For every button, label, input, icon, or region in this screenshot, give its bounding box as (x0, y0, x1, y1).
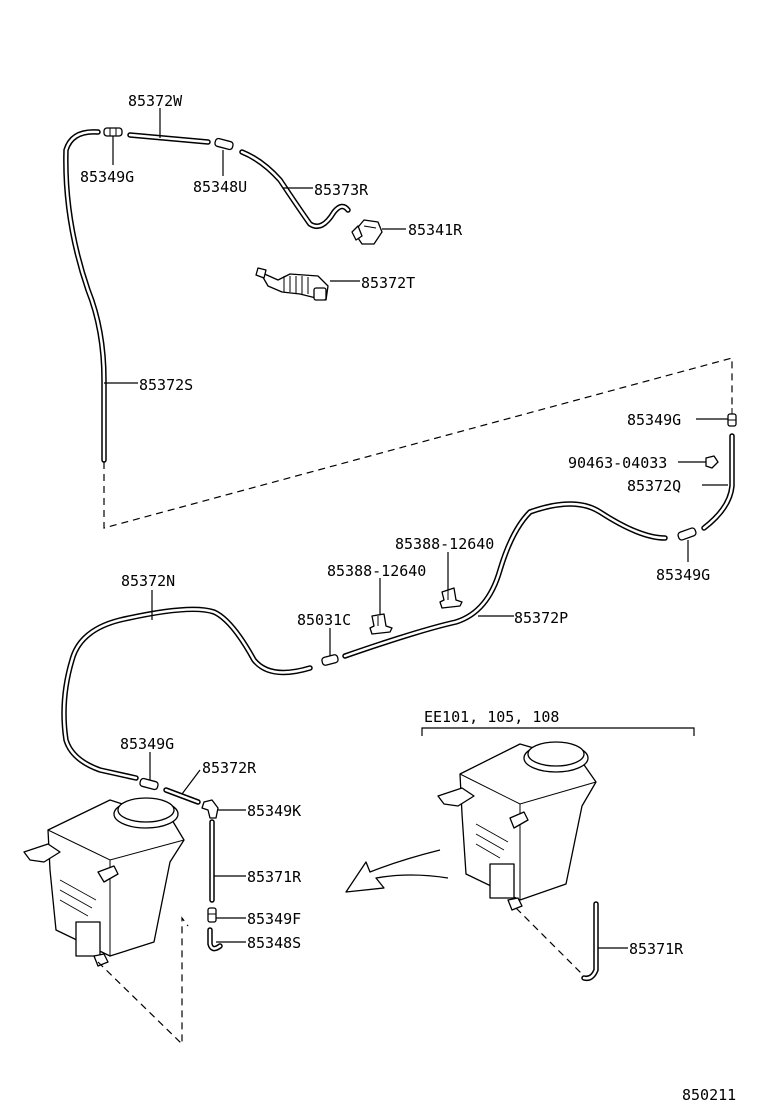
label-85372T: 85372T (361, 274, 415, 292)
clamp-85388-a (369, 613, 393, 635)
direction-arrow (345, 849, 449, 893)
middle-leader-lines (151, 418, 728, 656)
label-85372Q: 85372Q (627, 477, 681, 495)
label-85031C: 85031C (297, 611, 351, 629)
label-85349G-lower: 85349G (120, 735, 174, 753)
lower-left-assembly (23, 777, 223, 1046)
label-85371R-right: 85371R (629, 940, 684, 958)
label-85348S: 85348S (247, 934, 301, 952)
top-hose-assembly (63, 127, 733, 529)
nozzle-85341R (351, 219, 383, 245)
label-85372W: 85372W (128, 92, 183, 110)
nozzle-85372T (255, 267, 329, 301)
part-labels: 85372W 85349G 85348U 85373R 85341R 85372… (80, 92, 736, 1104)
label-85372N: 85372N (121, 572, 175, 590)
label-85349G-right: 85349G (627, 411, 681, 429)
label-85348U: 85348U (193, 178, 247, 196)
clamp-85388-b (439, 587, 463, 609)
diagram-code: 850211 (682, 1086, 736, 1104)
label-85341R: 85341R (408, 221, 463, 239)
connector-85349G-right (727, 408, 737, 427)
label-85388-b: 85388-12640 (327, 562, 426, 580)
washer-tank-left (23, 797, 185, 967)
label-85349G-top: 85349G (80, 168, 134, 186)
variant-label: EE101, 105, 108 (424, 708, 559, 726)
label-85372P: 85372P (514, 609, 568, 627)
variant-assembly (421, 727, 695, 982)
label-85388-a: 85388-12640 (395, 535, 494, 553)
label-85349G-lower-right: 85349G (656, 566, 710, 584)
washer-tank-right (437, 741, 597, 911)
label-90463-04033: 90463-04033 (568, 454, 667, 472)
label-85349F: 85349F (247, 910, 301, 928)
label-85371R-left: 85371R (247, 868, 302, 886)
top-leader-lines (104, 108, 406, 384)
label-85349K: 85349K (247, 802, 301, 820)
label-85372S: 85372S (139, 376, 193, 394)
label-85373R: 85373R (314, 181, 369, 199)
middle-hose-assembly (61, 408, 737, 781)
label-85372R: 85372R (202, 759, 257, 777)
bottom-left-leader-lines (149, 752, 246, 943)
